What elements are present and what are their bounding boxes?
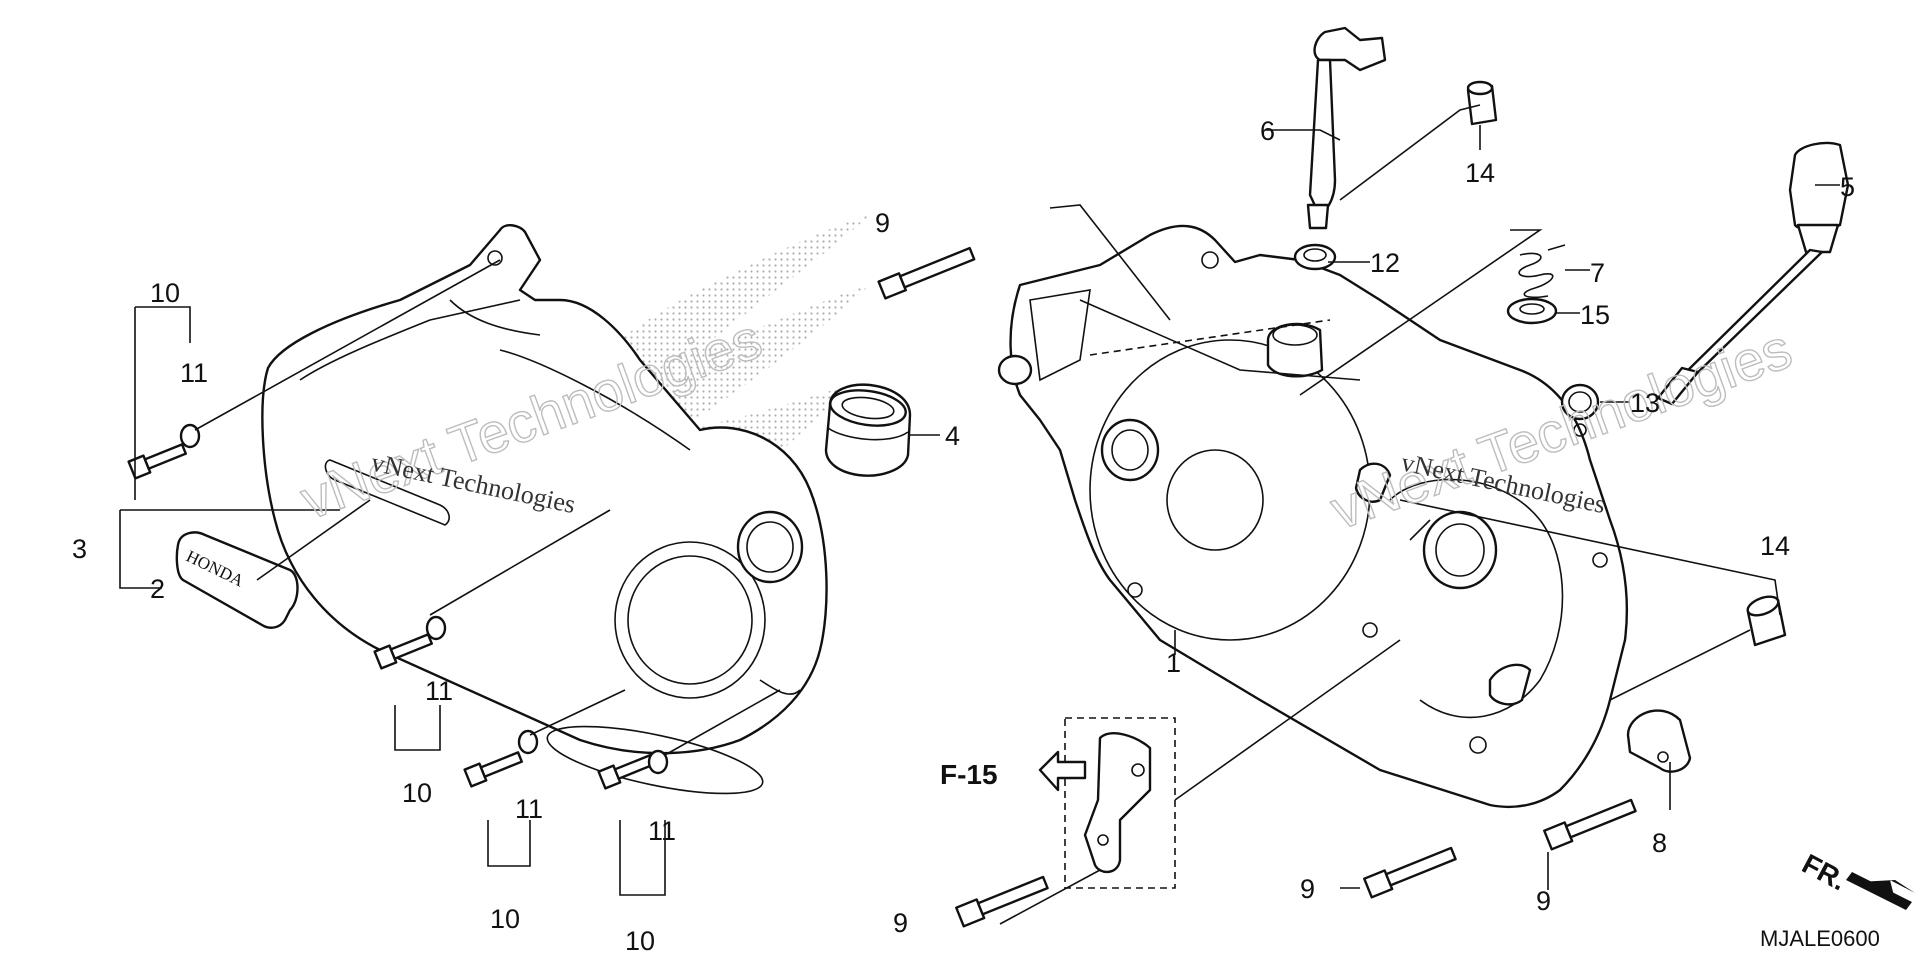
callout-11c: 11 bbox=[515, 794, 543, 824]
callout-14b: 14 bbox=[1760, 531, 1790, 561]
bolts-9 bbox=[877, 246, 1637, 928]
callout-7: 7 bbox=[1590, 258, 1605, 288]
direction-label: FR. bbox=[1797, 848, 1851, 897]
callout-9d: 9 bbox=[1536, 886, 1551, 916]
clamp bbox=[1626, 709, 1692, 773]
callout-1: 1 bbox=[1166, 648, 1181, 678]
bolts-10-washers-11 bbox=[127, 423, 669, 790]
callout-8: 8 bbox=[1652, 828, 1667, 858]
callout-15: 15 bbox=[1580, 300, 1610, 330]
left-side-cover bbox=[261, 224, 828, 795]
o-ring-13 bbox=[1560, 383, 1600, 421]
callout-12: 12 bbox=[1370, 248, 1400, 278]
callout-5: 5 bbox=[1840, 172, 1855, 202]
bracket-detail bbox=[1064, 717, 1176, 889]
reference-arrow bbox=[1038, 750, 1087, 792]
leader-lines bbox=[119, 104, 1840, 925]
honda-emblem: HONDA bbox=[175, 531, 299, 629]
callout-4: 4 bbox=[945, 421, 960, 451]
collar-bottom bbox=[1746, 595, 1787, 647]
callout-9b: 9 bbox=[893, 908, 908, 938]
callout-9c: 9 bbox=[1300, 874, 1315, 904]
callout-10d: 10 bbox=[625, 926, 655, 956]
callout-11a: 11 bbox=[180, 358, 208, 388]
callout-9a: 9 bbox=[875, 208, 890, 238]
callout-10c: 10 bbox=[490, 904, 520, 934]
oil-filler-cap bbox=[824, 383, 912, 477]
collar-top bbox=[1466, 80, 1498, 126]
drawing-code: MJALE0600 bbox=[1760, 926, 1880, 951]
front-direction-arrow bbox=[1846, 872, 1915, 910]
reference-label: F-15 bbox=[940, 759, 998, 790]
seal-12 bbox=[1293, 243, 1337, 271]
crankcase-cover bbox=[997, 224, 1629, 809]
dipstick bbox=[1306, 26, 1387, 230]
spring bbox=[1518, 244, 1566, 299]
callout-11d: 11 bbox=[648, 816, 676, 846]
callout-3: 3 bbox=[72, 534, 87, 564]
callout-2: 2 bbox=[150, 574, 165, 604]
callout-10b: 10 bbox=[402, 778, 432, 808]
callout-13: 13 bbox=[1630, 388, 1660, 418]
level-gauge bbox=[1656, 141, 1850, 406]
callout-14a: 14 bbox=[1465, 158, 1495, 188]
callout-11b: 11 bbox=[425, 676, 453, 706]
callout-6: 6 bbox=[1260, 116, 1275, 146]
callout-10a: 10 bbox=[150, 278, 180, 308]
washer-15 bbox=[1506, 297, 1558, 325]
